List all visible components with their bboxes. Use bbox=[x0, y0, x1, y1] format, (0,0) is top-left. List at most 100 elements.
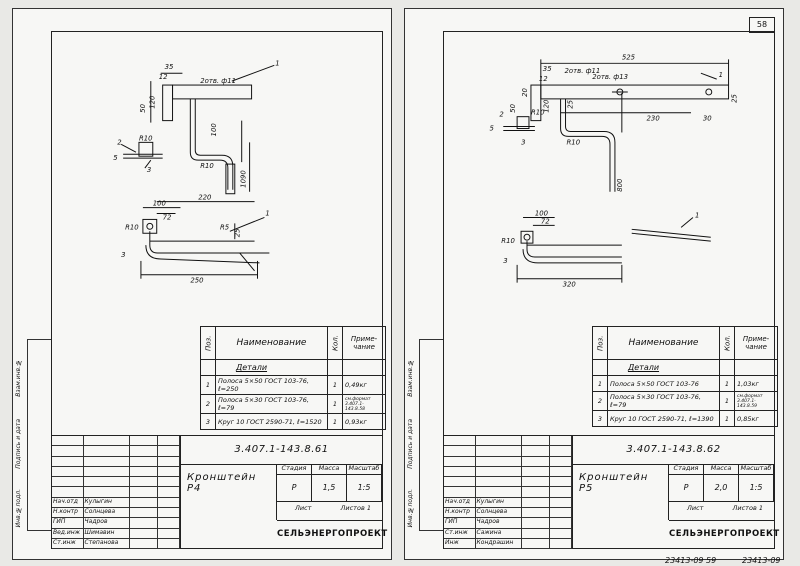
document-code: 3.407.1-143.8.62 bbox=[573, 436, 774, 465]
plate-1-shape bbox=[172, 84, 253, 100]
spec-remark: см.формат 3.407.1-143.8.59 bbox=[734, 391, 778, 411]
spec-qty: 1 bbox=[719, 375, 735, 392]
spec-section: Детали bbox=[215, 359, 328, 376]
dim-320: 320 bbox=[563, 281, 577, 289]
spec-remark: 0,93кг bbox=[342, 413, 386, 430]
plate-2-shape bbox=[162, 84, 174, 122]
sig-role: ГИП bbox=[444, 518, 476, 528]
mass-header: Масса bbox=[704, 464, 739, 474]
spec-pos: 2 bbox=[592, 391, 608, 411]
spec-section: Детали bbox=[607, 359, 720, 376]
spec-name: Полоса 5×50 ГОСТ 103-76 bbox=[607, 375, 720, 392]
dim-pos1: 1 bbox=[719, 71, 723, 79]
sig-person: Солнцева bbox=[476, 508, 523, 518]
item-title: Кронштейн Р5 bbox=[573, 464, 669, 520]
sheet-label: Лист bbox=[295, 504, 312, 512]
rod-bottom-shape bbox=[149, 231, 270, 254]
footnote-extra: 23413-09 bbox=[742, 556, 781, 565]
dim-230: 230 bbox=[647, 115, 661, 123]
sig-role: Н.контр bbox=[52, 508, 84, 518]
item-title: Кронштейн Р4 bbox=[181, 464, 277, 520]
dim-72: 72 bbox=[163, 213, 172, 221]
table-row: 2 Полоса 5×30 ГОСТ 103-76, ℓ=79 1 см.фор… bbox=[200, 394, 386, 414]
dim-1090: 1090 bbox=[240, 170, 248, 188]
dim-25b: 25 bbox=[566, 99, 574, 108]
dim-pos1b: 1 bbox=[265, 209, 269, 217]
mass-value: 2,0 bbox=[704, 475, 739, 501]
organization-name: СЕЛЬЭНЕРГОПРОЕКТ bbox=[669, 520, 779, 548]
side-label-replace: Взам.инв.№ bbox=[15, 359, 22, 397]
dim-r10b: R10 bbox=[567, 138, 581, 146]
dim-20: 20 bbox=[521, 88, 529, 97]
sig-person: Степанова bbox=[84, 538, 131, 549]
spec-qty: 1 bbox=[719, 391, 735, 411]
dim-5: 5 bbox=[489, 125, 494, 133]
spec-pos: 1 bbox=[200, 375, 216, 395]
dim-12: 12 bbox=[159, 73, 168, 81]
sig-role: Инж bbox=[444, 538, 476, 549]
dim-r10c: R10 bbox=[501, 237, 515, 245]
sig-person: Кулыгин bbox=[84, 497, 131, 508]
stage-header: Стадия bbox=[669, 464, 704, 474]
plate-1-shape bbox=[540, 84, 730, 100]
item-title-line2: Р5 bbox=[579, 483, 594, 494]
spec-qty: 1 bbox=[327, 375, 343, 395]
dim-120: 120 bbox=[149, 95, 157, 109]
sig-role: Нач.отд bbox=[52, 497, 84, 508]
spec-header-pos: Поз. bbox=[592, 326, 608, 360]
dim-holes-13: 2отв. ф13 bbox=[592, 73, 628, 81]
sig-role: Вед.инж bbox=[52, 528, 84, 538]
stage-header: Стадия bbox=[277, 464, 312, 474]
spec-table-p4: Поз. Наименование Кол. Приме-чание Детал… bbox=[200, 326, 386, 430]
rod-bottom-shape bbox=[526, 241, 622, 258]
bracket-p5-svg: 525 35 12 2отв. ф11 2отв. ф13 1 20 50 12… bbox=[489, 53, 738, 288]
item-title-line1: Кронштейн bbox=[579, 472, 649, 483]
table-row: 1 Полоса 5×50 ГОСТ 103-76, ℓ=250 1 0,49к… bbox=[200, 375, 386, 395]
side-label-sign: Подпись и дата bbox=[15, 419, 22, 469]
dim-5: 5 bbox=[113, 154, 118, 162]
sig-person: Шимавин bbox=[84, 528, 131, 538]
stage-grid: Стадия Масса Масштаб Р 2,0 1:5 Лист Лист… bbox=[669, 464, 774, 520]
dim-50: 50 bbox=[139, 103, 147, 112]
title-main: 3.407.1-143.8.61 Кронштейн Р4 Стадия Мас… bbox=[180, 436, 387, 548]
sig-role: Н.контр bbox=[444, 508, 476, 518]
dim-pos3: 3 bbox=[147, 166, 151, 174]
dim-250: 250 bbox=[190, 277, 204, 285]
spec-qty: 1 bbox=[327, 394, 343, 414]
dim-100: 100 bbox=[535, 209, 549, 217]
dim-pos3b: 3 bbox=[121, 251, 125, 259]
sig-person: Кулыгин bbox=[476, 497, 523, 508]
sheet-label: Лист bbox=[687, 504, 704, 512]
bracket-drawing-p5: 525 35 12 2отв. ф11 2отв. ф13 1 20 50 12… bbox=[444, 32, 774, 312]
drawing-frame: 525 35 12 2отв. ф11 2отв. ф13 1 20 50 12… bbox=[443, 31, 779, 550]
stage-value: Р bbox=[277, 475, 312, 501]
spec-pos: 3 bbox=[200, 413, 216, 430]
dimension-labels-p5: 525 35 12 2отв. ф11 2отв. ф13 1 20 50 12… bbox=[489, 53, 738, 288]
spec-name: Полоса 5×30 ГОСТ 103-76, ℓ=79 bbox=[215, 394, 328, 414]
plate-2-shape bbox=[530, 84, 542, 122]
dim-12: 12 bbox=[539, 75, 548, 83]
dim-holes: 2отв. ф11 bbox=[200, 77, 236, 85]
dim-525: 525 bbox=[622, 53, 636, 61]
spec-remark: 0,49кг bbox=[342, 375, 386, 395]
dim-r10b: R10 bbox=[200, 162, 214, 170]
sig-role: Нач.отд bbox=[444, 497, 476, 508]
dim-pos2: 2 bbox=[499, 111, 503, 119]
spec-name: Круг 10 ГОСТ 2590-71, ℓ=1390 bbox=[607, 410, 720, 427]
dim-30: 30 bbox=[703, 115, 712, 123]
sig-person: Чадров bbox=[84, 518, 131, 528]
mass-value: 1,5 bbox=[312, 475, 347, 501]
scale-header: Масштаб bbox=[347, 464, 382, 474]
spec-header-qty: Кол. bbox=[327, 326, 343, 360]
spec-remark: см.формат 3.407.1-143.8.58 bbox=[342, 394, 386, 414]
stage-grid: Стадия Масса Масштаб Р 1,5 1:5 Лист Лист… bbox=[277, 464, 382, 520]
side-label-inv: Инв.№подл. bbox=[407, 489, 414, 528]
